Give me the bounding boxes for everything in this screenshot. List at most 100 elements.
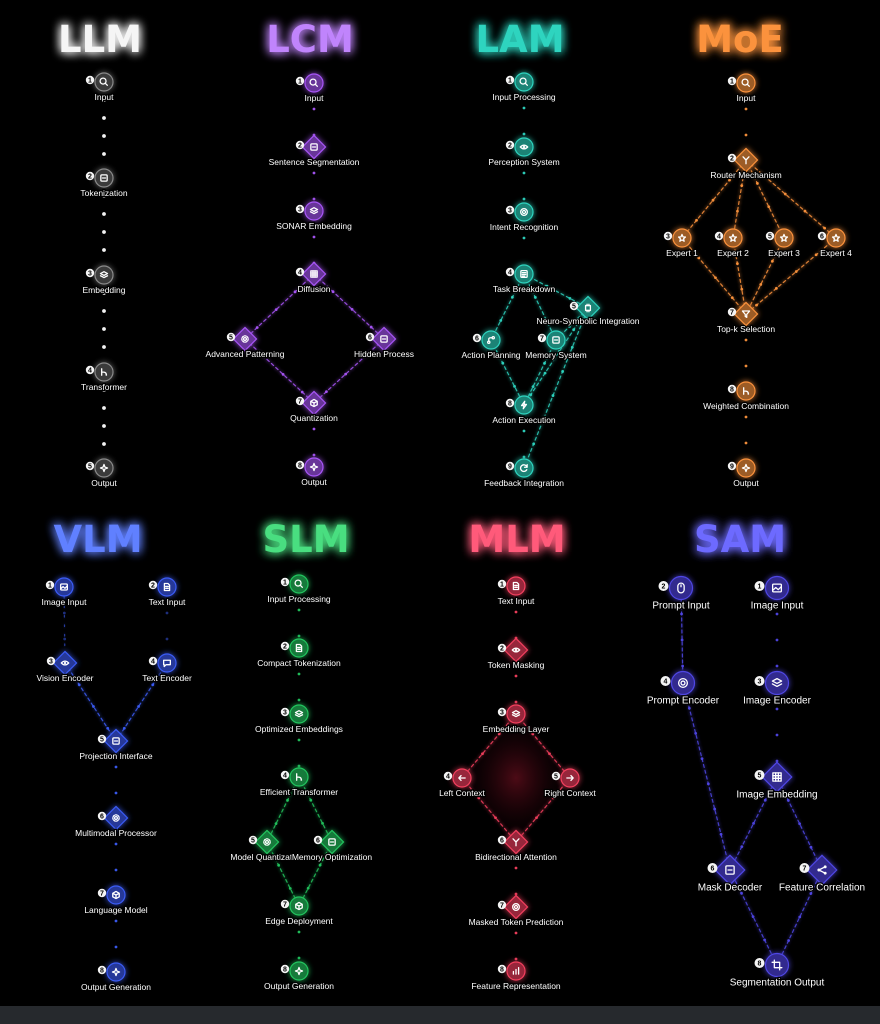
edge-moe-2-4 — [732, 159, 747, 239]
step-number: 7 — [298, 398, 302, 405]
sparkle-icon — [741, 463, 751, 473]
step-badge — [97, 965, 107, 975]
layers-icon — [309, 207, 319, 215]
flow-dot — [297, 672, 301, 676]
step-number: 6 — [316, 837, 320, 844]
step-number: 5 — [251, 837, 255, 844]
flow-dot — [531, 732, 535, 736]
node-label: Transformer — [81, 382, 127, 392]
flow-dot — [548, 752, 551, 756]
flow-dot — [102, 152, 106, 156]
step-number: 1 — [298, 78, 302, 85]
target-icon — [520, 208, 528, 216]
flow-dot — [522, 429, 526, 433]
flow-dot — [759, 283, 763, 286]
step-badge — [295, 460, 305, 470]
step-badge — [280, 899, 290, 909]
flow-dot — [165, 637, 169, 641]
refresh-icon — [519, 464, 528, 473]
node-label: Expert 1 — [666, 248, 698, 258]
node-circle — [94, 72, 114, 92]
split-icon — [512, 838, 520, 847]
flow-dot — [122, 726, 126, 730]
flow-dot — [751, 915, 755, 919]
node-label: Prompt Input — [652, 601, 709, 612]
flow-dot — [102, 291, 106, 295]
step-number: 2 — [508, 142, 512, 149]
flow-dot — [763, 938, 766, 942]
flow-dot — [714, 276, 717, 280]
step-number: 1 — [48, 582, 52, 589]
chip-icon — [584, 303, 592, 313]
flow-dot — [736, 209, 739, 213]
node-label: Compact Tokenization — [257, 658, 341, 668]
flow-dot — [775, 664, 779, 668]
flow-dot — [288, 887, 292, 890]
step-badge — [85, 171, 95, 181]
